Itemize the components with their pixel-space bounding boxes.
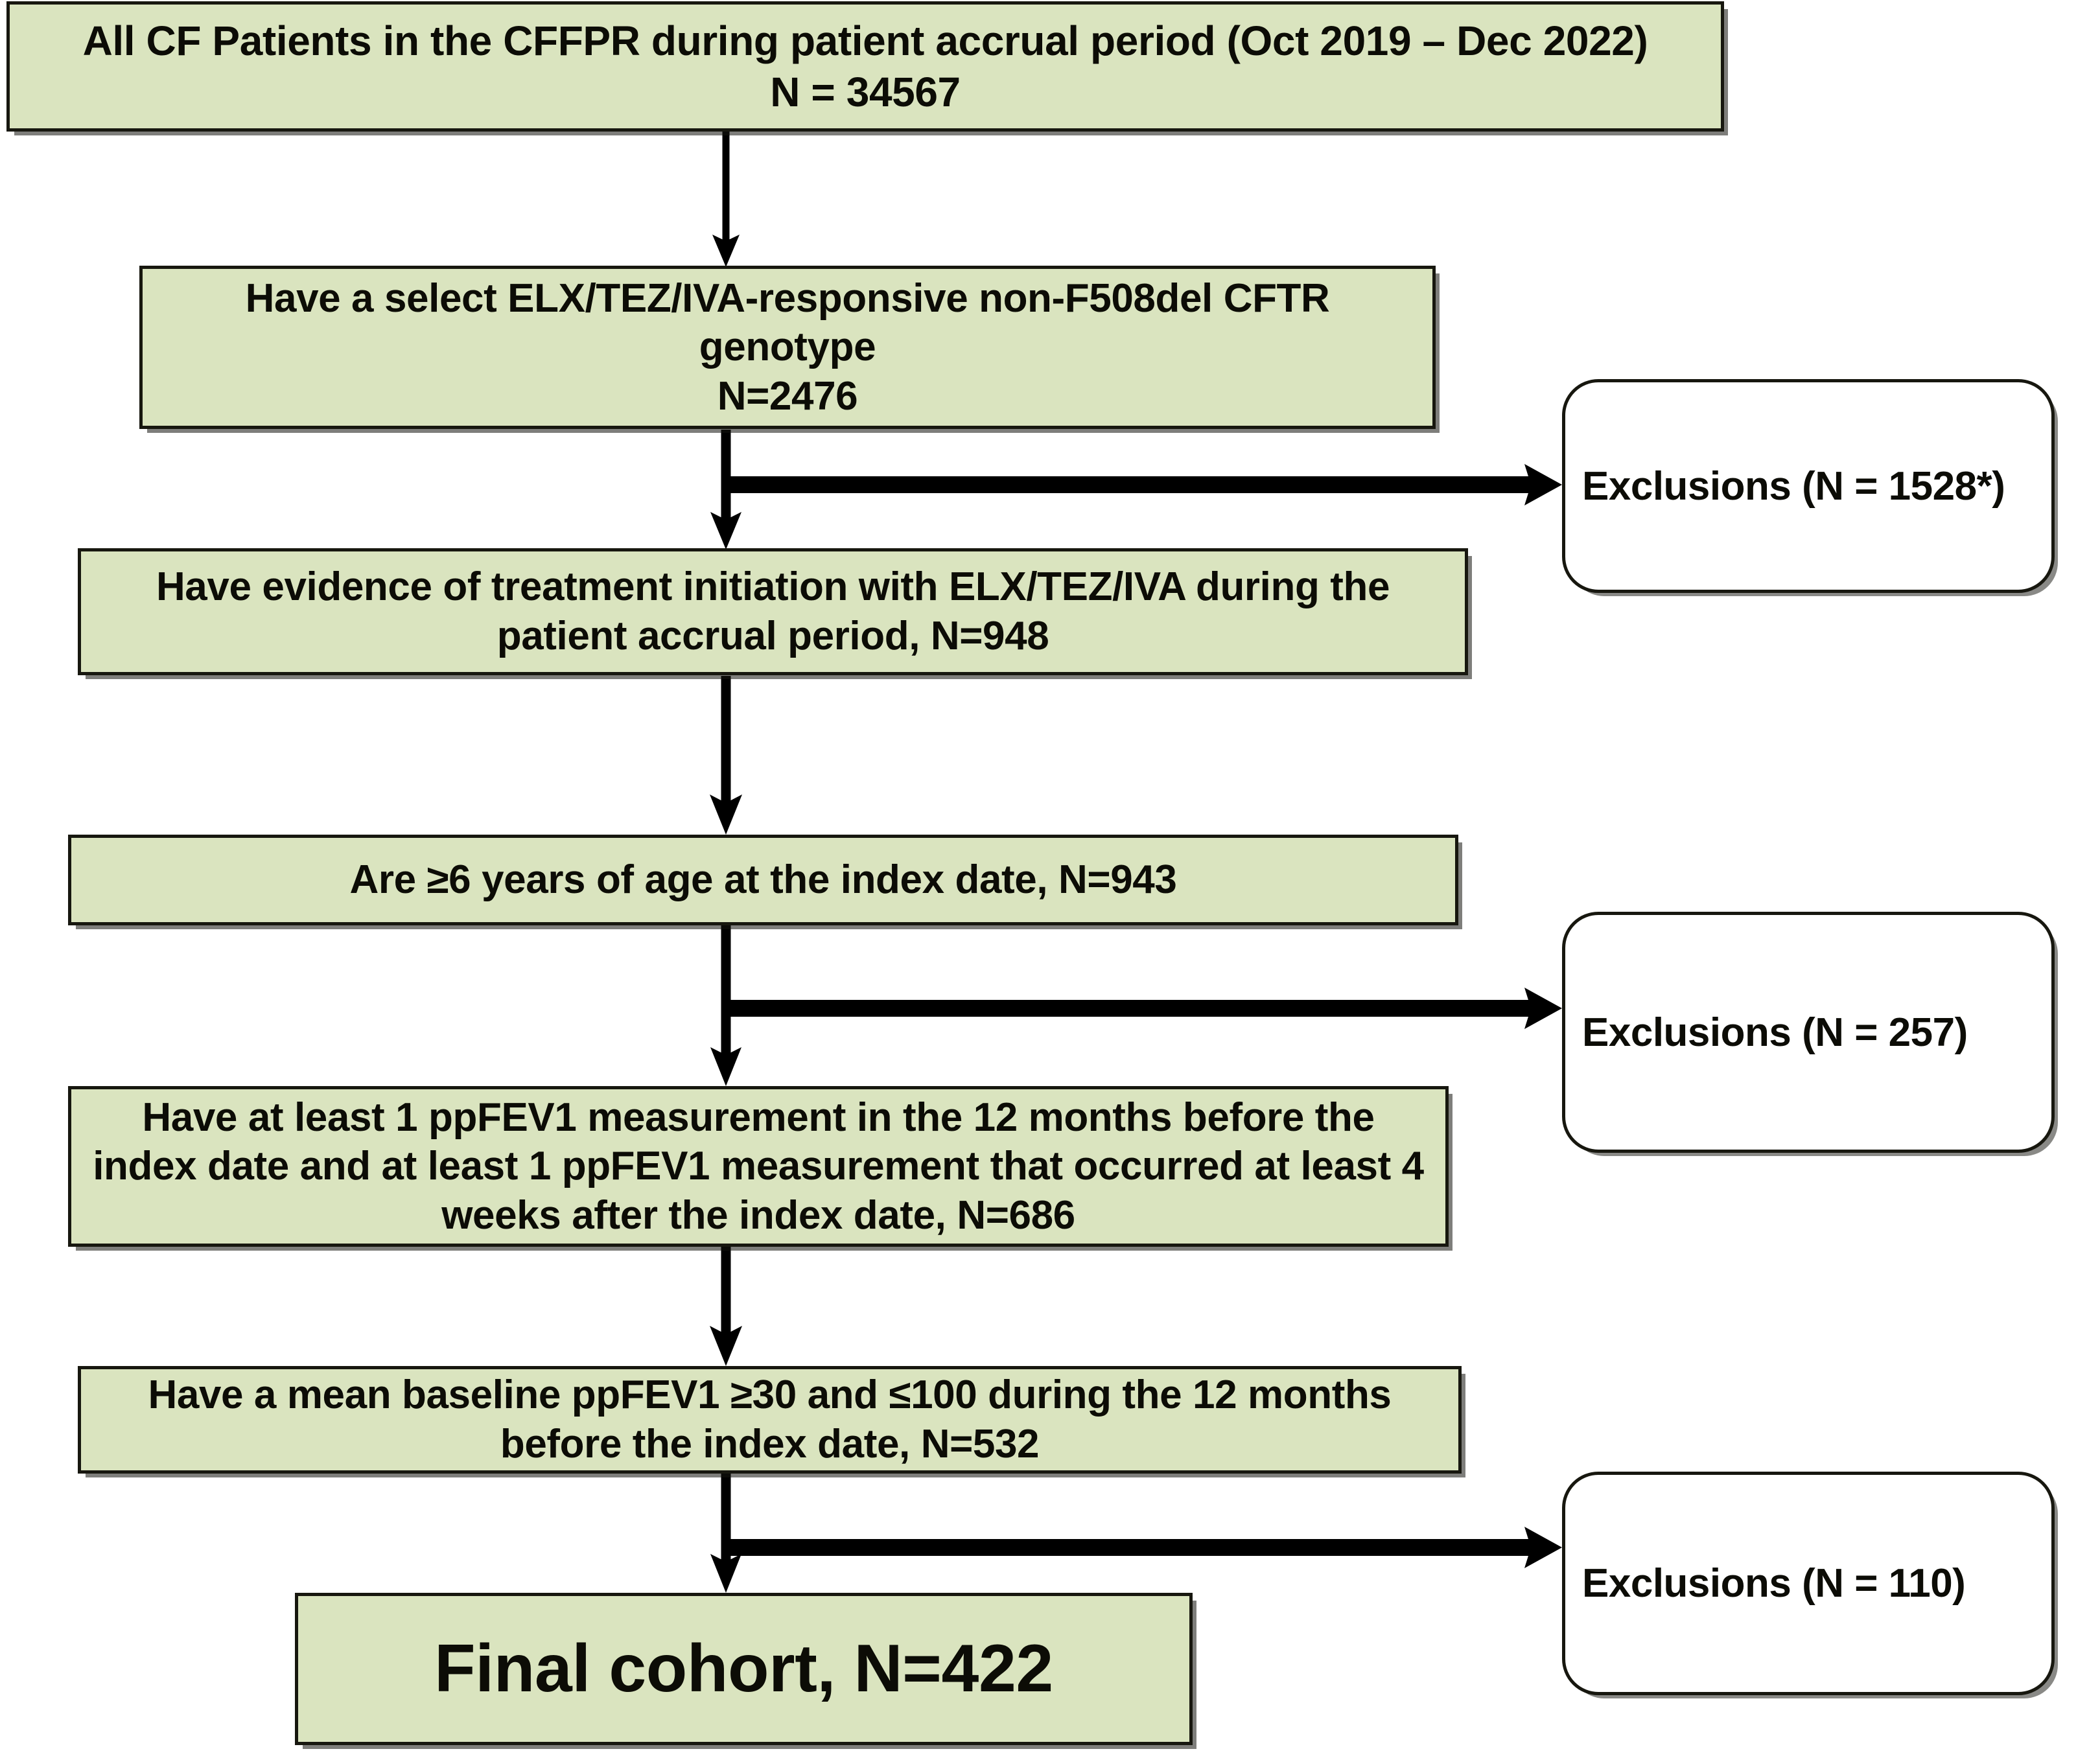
arrow-box6-to-final	[710, 1473, 741, 1593]
exclusion-box-1[interactable]: Exclusions (N = 1528*)	[1562, 379, 2055, 593]
node-age-at-index[interactable]: Are ≥6 years of age at the index date, N…	[68, 835, 1458, 925]
node-age-at-index-label: Are ≥6 years of age at the index date, N…	[349, 857, 1177, 903]
node-responsive-genotype[interactable]: Have a select ELX/TEZ/IVA-responsive non…	[139, 266, 1436, 429]
node-final-cohort[interactable]: Final cohort, N=422	[295, 1593, 1193, 1745]
node-responsive-genotype-label: Have a select ELX/TEZ/IVA-responsive non…	[245, 275, 1330, 419]
node-all-cf-patients-label: All CF Patients in the CFFPR during pati…	[82, 17, 1648, 115]
arrow-exclusion-1	[726, 464, 1562, 505]
arrow-box5-to-box6	[710, 1246, 742, 1366]
arrow-box4-to-box5	[710, 925, 741, 1086]
node-all-cf-patients[interactable]: All CF Patients in the CFFPR during pati…	[6, 1, 1724, 132]
arrow-box3-to-box4	[710, 676, 742, 835]
exclusion-box-2-label: Exclusions (N = 257)	[1582, 1010, 1968, 1055]
exclusion-box-1-label: Exclusions (N = 1528*)	[1582, 463, 2005, 509]
node-baseline-ppfev1-range-label: Have a mean baseline ppFEV1 ≥30 and ≤100…	[148, 1372, 1392, 1466]
arrow-box1-to-box2	[712, 132, 740, 267]
node-baseline-ppfev1-range[interactable]: Have a mean baseline ppFEV1 ≥30 and ≤100…	[78, 1366, 1462, 1474]
node-treatment-initiation[interactable]: Have evidence of treatment initiation wi…	[78, 548, 1468, 675]
exclusion-box-3-label: Exclusions (N = 110)	[1582, 1561, 1966, 1606]
node-ppfev1-measurements[interactable]: Have at least 1 ppFEV1 measurement in th…	[68, 1086, 1449, 1247]
node-treatment-initiation-label: Have evidence of treatment initiation wi…	[156, 564, 1390, 658]
node-final-cohort-label: Final cohort, N=422	[434, 1631, 1053, 1707]
exclusion-box-3[interactable]: Exclusions (N = 110)	[1562, 1472, 2055, 1695]
node-ppfev1-measurements-label: Have at least 1 ppFEV1 measurement in th…	[93, 1094, 1424, 1238]
arrow-exclusion-2	[726, 988, 1562, 1029]
exclusion-box-2[interactable]: Exclusions (N = 257)	[1562, 912, 2055, 1153]
arrow-exclusion-3	[726, 1527, 1562, 1568]
